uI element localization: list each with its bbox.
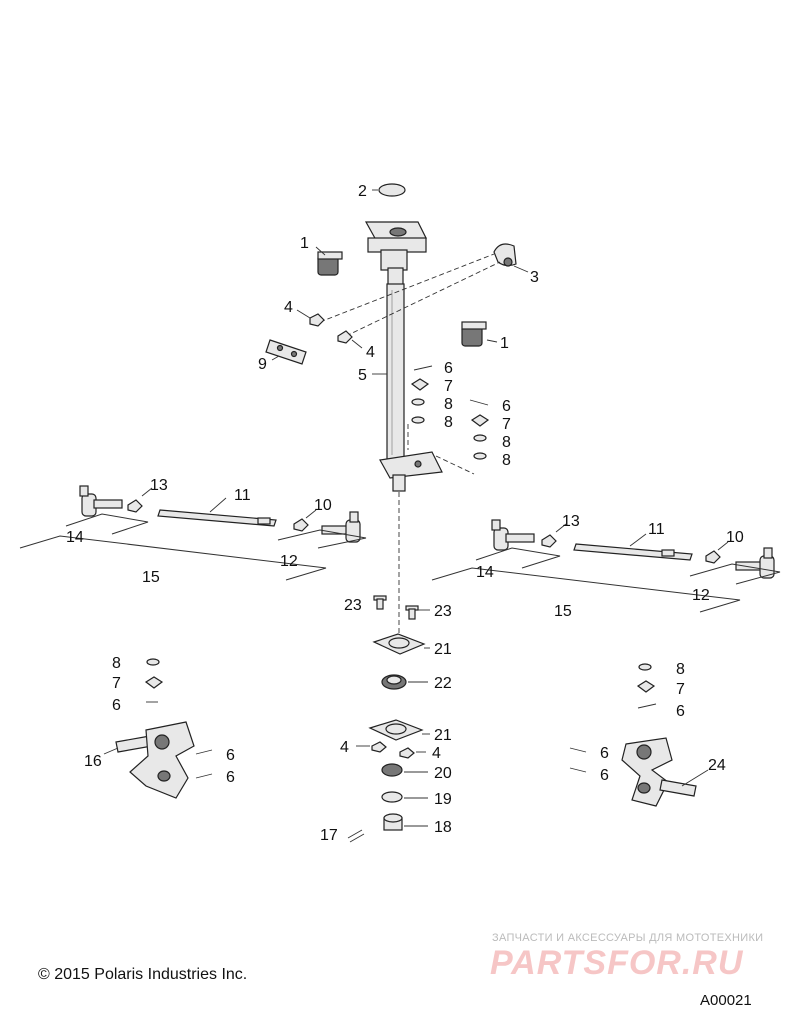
callout-15-right: 15 — [554, 603, 572, 620]
steering-clamp — [493, 243, 517, 267]
callout-2: 2 — [358, 183, 367, 200]
callout-21-lower: 21 — [434, 727, 452, 744]
callout-14-left: 14 — [66, 529, 84, 546]
callout-12-left: 12 — [280, 553, 298, 570]
callout-17: 17 — [320, 827, 338, 844]
jam-nut-right-10 — [705, 550, 721, 564]
callout-8-center-a: 8 — [444, 396, 453, 413]
nut-4a — [309, 313, 325, 327]
callout-14-right: 14 — [476, 564, 494, 581]
tie-rod-end-right-14 — [491, 519, 535, 551]
tie-rod-end-right-12 — [735, 547, 775, 579]
callout-6-right-spindle-b: 6 — [600, 767, 609, 784]
callout-6-left-spindle: 6 — [112, 697, 121, 714]
bushing-right — [461, 321, 487, 347]
callout-1-right: 1 — [500, 335, 509, 352]
callout-6-left-spindle-a: 6 — [226, 747, 235, 764]
callout-24: 24 — [708, 757, 726, 774]
callout-7-center: 7 — [444, 378, 453, 395]
seal-20 — [381, 763, 403, 777]
callout-15-left: 15 — [142, 569, 160, 586]
callout-23-right: 23 — [434, 603, 452, 620]
tie-rod-end-left-14 — [79, 485, 123, 517]
callout-5: 5 — [358, 367, 367, 384]
callout-10-left: 10 — [314, 497, 332, 514]
jam-nut-left-13 — [127, 499, 143, 513]
callout-7-right: 7 — [502, 416, 511, 433]
callout-22: 22 — [434, 675, 452, 692]
callout-11-left: 11 — [234, 487, 251, 504]
callout-23-left: 23 — [344, 597, 362, 614]
callout-7-left-spindle: 7 — [112, 675, 121, 692]
callout-6-left-spindle-b: 6 — [226, 769, 235, 786]
watermark-tagline: ЗАПЧАСТИ И АКСЕССУАРЫ ДЛЯ МОТОТЕХНИКИ — [492, 932, 764, 944]
washer-19 — [381, 791, 403, 803]
nut-4b — [337, 330, 353, 344]
bolt-23b — [405, 605, 419, 620]
callout-7-right-spindle: 7 — [676, 681, 685, 698]
cotter-pin-17 — [347, 829, 363, 839]
bearing-flange-21b — [368, 719, 424, 741]
callout-6-right-spindle-a: 6 — [600, 745, 609, 762]
callout-4-lower-left: 4 — [340, 739, 349, 756]
callout-8-right-b: 8 — [502, 452, 511, 469]
callout-4-lower-right: 4 — [432, 745, 441, 762]
callout-6-center: 6 — [444, 360, 453, 377]
tie-rod-end-left-12 — [321, 511, 361, 543]
figure-id: A00021 — [700, 992, 752, 1009]
callout-11-right: 11 — [648, 521, 665, 538]
jam-nut-left-10 — [293, 518, 309, 532]
callout-8-right-spindle: 8 — [676, 661, 685, 678]
nut-4d — [399, 747, 415, 759]
steering-post — [364, 221, 443, 492]
callout-21-upper: 21 — [434, 641, 452, 658]
callout-18: 18 — [434, 819, 452, 836]
bearing-22 — [381, 674, 407, 690]
copyright-text: © 2015 Polaris Industries Inc. — [38, 966, 248, 983]
callout-20: 20 — [434, 765, 452, 782]
callout-13-right: 13 — [562, 513, 580, 530]
callout-16: 16 — [84, 753, 102, 770]
callout-8-right-a: 8 — [502, 434, 511, 451]
steering-cap — [378, 183, 406, 197]
bushing-left — [317, 251, 343, 276]
callout-4-upper-left: 4 — [284, 299, 293, 316]
castle-nut-18 — [383, 813, 403, 831]
callout-6-right: 6 — [502, 398, 511, 415]
callout-8-left-spindle: 8 — [112, 655, 121, 672]
nut-4c — [371, 741, 387, 753]
mount-plate — [265, 339, 307, 365]
tie-rod-right-11 — [573, 543, 693, 561]
callout-3: 3 — [530, 269, 539, 286]
jam-nut-right-13 — [541, 534, 557, 548]
spindle-right-24 — [621, 737, 697, 807]
callout-13-left: 13 — [150, 477, 168, 494]
callout-12-right: 12 — [692, 587, 710, 604]
callout-6-right-spindle: 6 — [676, 703, 685, 720]
callout-10-right: 10 — [726, 529, 744, 546]
bearing-flange-21a — [372, 633, 426, 655]
callouts: 2 1 3 4 1 4 9 5 6 7 8 8 6 7 8 8 13 11 10… — [66, 183, 744, 844]
tie-rod-left-11 — [157, 509, 277, 527]
spindle-left-16 — [115, 721, 195, 799]
bolt-23a — [373, 595, 387, 610]
callout-1-left: 1 — [300, 235, 309, 252]
callout-9: 9 — [258, 356, 267, 373]
watermark-logo: PARTSFOR.RU — [490, 944, 744, 982]
callout-8-center-b: 8 — [444, 414, 453, 431]
callout-4-upper-right: 4 — [366, 344, 375, 361]
callout-19: 19 — [434, 791, 452, 808]
